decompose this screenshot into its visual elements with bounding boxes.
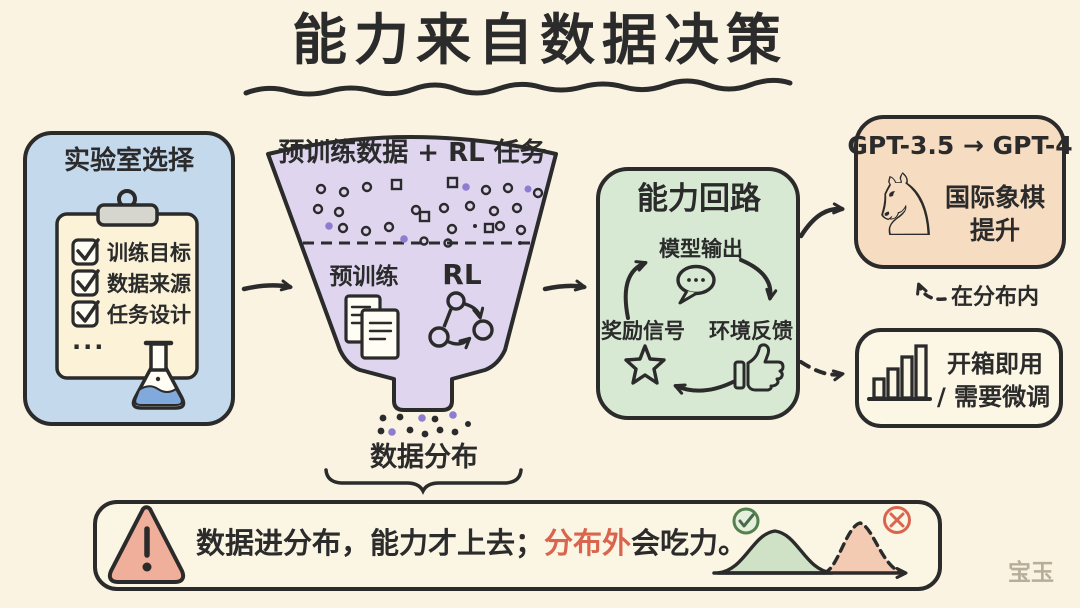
title-underline bbox=[243, 77, 793, 97]
in-distribution-curve bbox=[716, 529, 834, 575]
loop-box-title: 能力回路 bbox=[637, 181, 761, 217]
funnel-dots bbox=[312, 176, 544, 248]
funnel-pretrain-label: 预训练 bbox=[329, 264, 399, 290]
watermark: 宝玉 bbox=[1008, 560, 1054, 586]
usage-line1: 开箱即用 bbox=[947, 350, 1043, 378]
in-distribution-note: 在分布内 bbox=[951, 285, 1040, 310]
chess-box-header: GPT-3.5 → GPT-4 bbox=[847, 131, 1073, 160]
cycle-arrows bbox=[623, 258, 778, 395]
warning-text-tail: 会吃力。 bbox=[631, 526, 748, 560]
loop-left-label: 奖励信号 bbox=[601, 319, 685, 343]
lab-item-3: 任务设计 bbox=[107, 303, 191, 327]
check-circle-icon bbox=[732, 507, 760, 535]
thumbs-up-icon bbox=[733, 343, 785, 392]
speech-bubble-icon bbox=[676, 264, 716, 305]
star-icon bbox=[624, 344, 666, 385]
arrow-loop-to-chess bbox=[798, 202, 845, 239]
funnel-shape bbox=[266, 135, 558, 412]
arrow-lab-to-funnel bbox=[241, 279, 293, 292]
lab-item-2: 数据来源 bbox=[107, 272, 191, 296]
distribution-mini-chart bbox=[712, 506, 911, 579]
documents-icon bbox=[344, 294, 400, 360]
arrow-note bbox=[916, 282, 947, 301]
checkbox-icon bbox=[71, 238, 100, 328]
warning-bar-shape bbox=[93, 500, 942, 591]
chess-caption-line1: 国际象棋 bbox=[944, 183, 1046, 212]
lab-items-ellipsis: ... bbox=[72, 327, 106, 355]
warning-text-highlight: 分布外 bbox=[544, 526, 632, 560]
page-title: 能力来自数据决策 bbox=[291, 8, 789, 72]
loop-top-label: 模型输出 bbox=[659, 237, 743, 261]
rl-graph-icon bbox=[428, 291, 494, 350]
warning-text: 数据进分布，能力才上去；分布外会吃力。 bbox=[196, 526, 748, 560]
x-circle-icon bbox=[883, 506, 911, 534]
chess-box-shape bbox=[854, 115, 1066, 269]
arrow-funnel-to-loop bbox=[542, 279, 587, 292]
knight-icon: ♘ bbox=[867, 156, 945, 256]
lab-item-1: 训练目标 bbox=[107, 241, 191, 265]
bar-chart-icon bbox=[867, 344, 932, 401]
chess-caption-line2: 提升 bbox=[969, 216, 1021, 245]
output-dots bbox=[377, 411, 471, 438]
funnel-header: 预训练数据 + RL 任务 bbox=[278, 138, 546, 168]
loop-right-label: 环境反馈 bbox=[709, 319, 793, 343]
lab-box-shape bbox=[23, 131, 235, 426]
data-distribution-label: 数据分布 bbox=[370, 442, 478, 473]
distribution-brace bbox=[324, 468, 523, 495]
arrow-loop-to-usage bbox=[799, 360, 845, 382]
usage-box-shape bbox=[855, 328, 1063, 428]
warning-text-normal: 数据进分布，能力才上去； bbox=[196, 526, 545, 560]
loop-box-shape bbox=[596, 167, 800, 420]
warning-icon bbox=[107, 505, 186, 584]
lab-box-title: 实验室选择 bbox=[63, 146, 195, 176]
flask-icon bbox=[131, 340, 186, 410]
out-distribution-curve bbox=[822, 521, 906, 575]
usage-line2: / 需要微调 bbox=[937, 383, 1051, 411]
funnel-rl-label: RL bbox=[442, 258, 482, 291]
